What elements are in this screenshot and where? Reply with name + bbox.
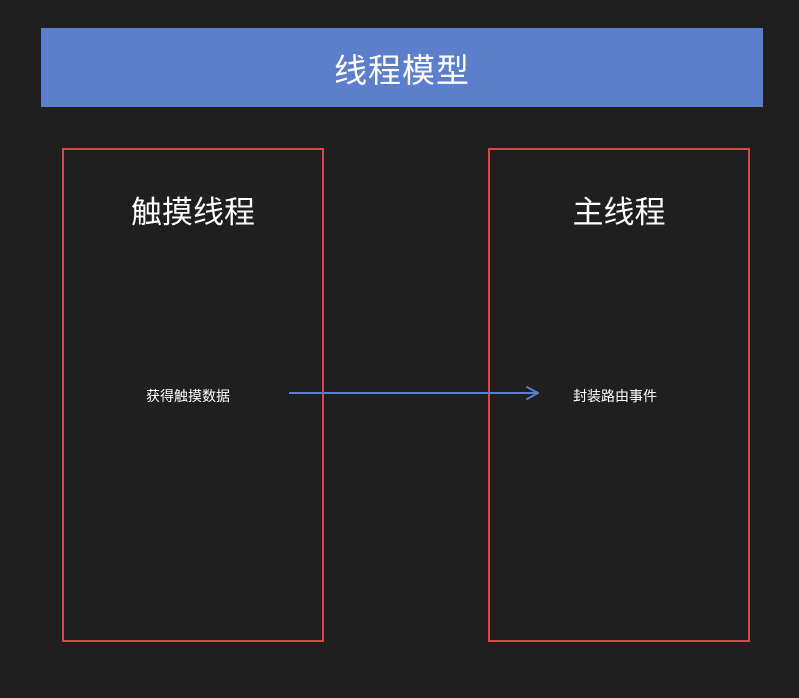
panel-main-thread: 主线程 (488, 148, 750, 642)
title-banner: 线程模型 (41, 28, 763, 107)
panel-title-touch-thread: 触摸线程 (131, 195, 255, 231)
diagram-title: 线程模型 (334, 50, 470, 90)
step-get-touch-data: 获得触摸数据 (146, 389, 230, 405)
step-wrap-routed-event: 封装路由事件 (573, 389, 657, 405)
panel-touch-thread: 触摸线程 (62, 148, 324, 642)
panel-title-main-thread: 主线程 (572, 195, 666, 231)
